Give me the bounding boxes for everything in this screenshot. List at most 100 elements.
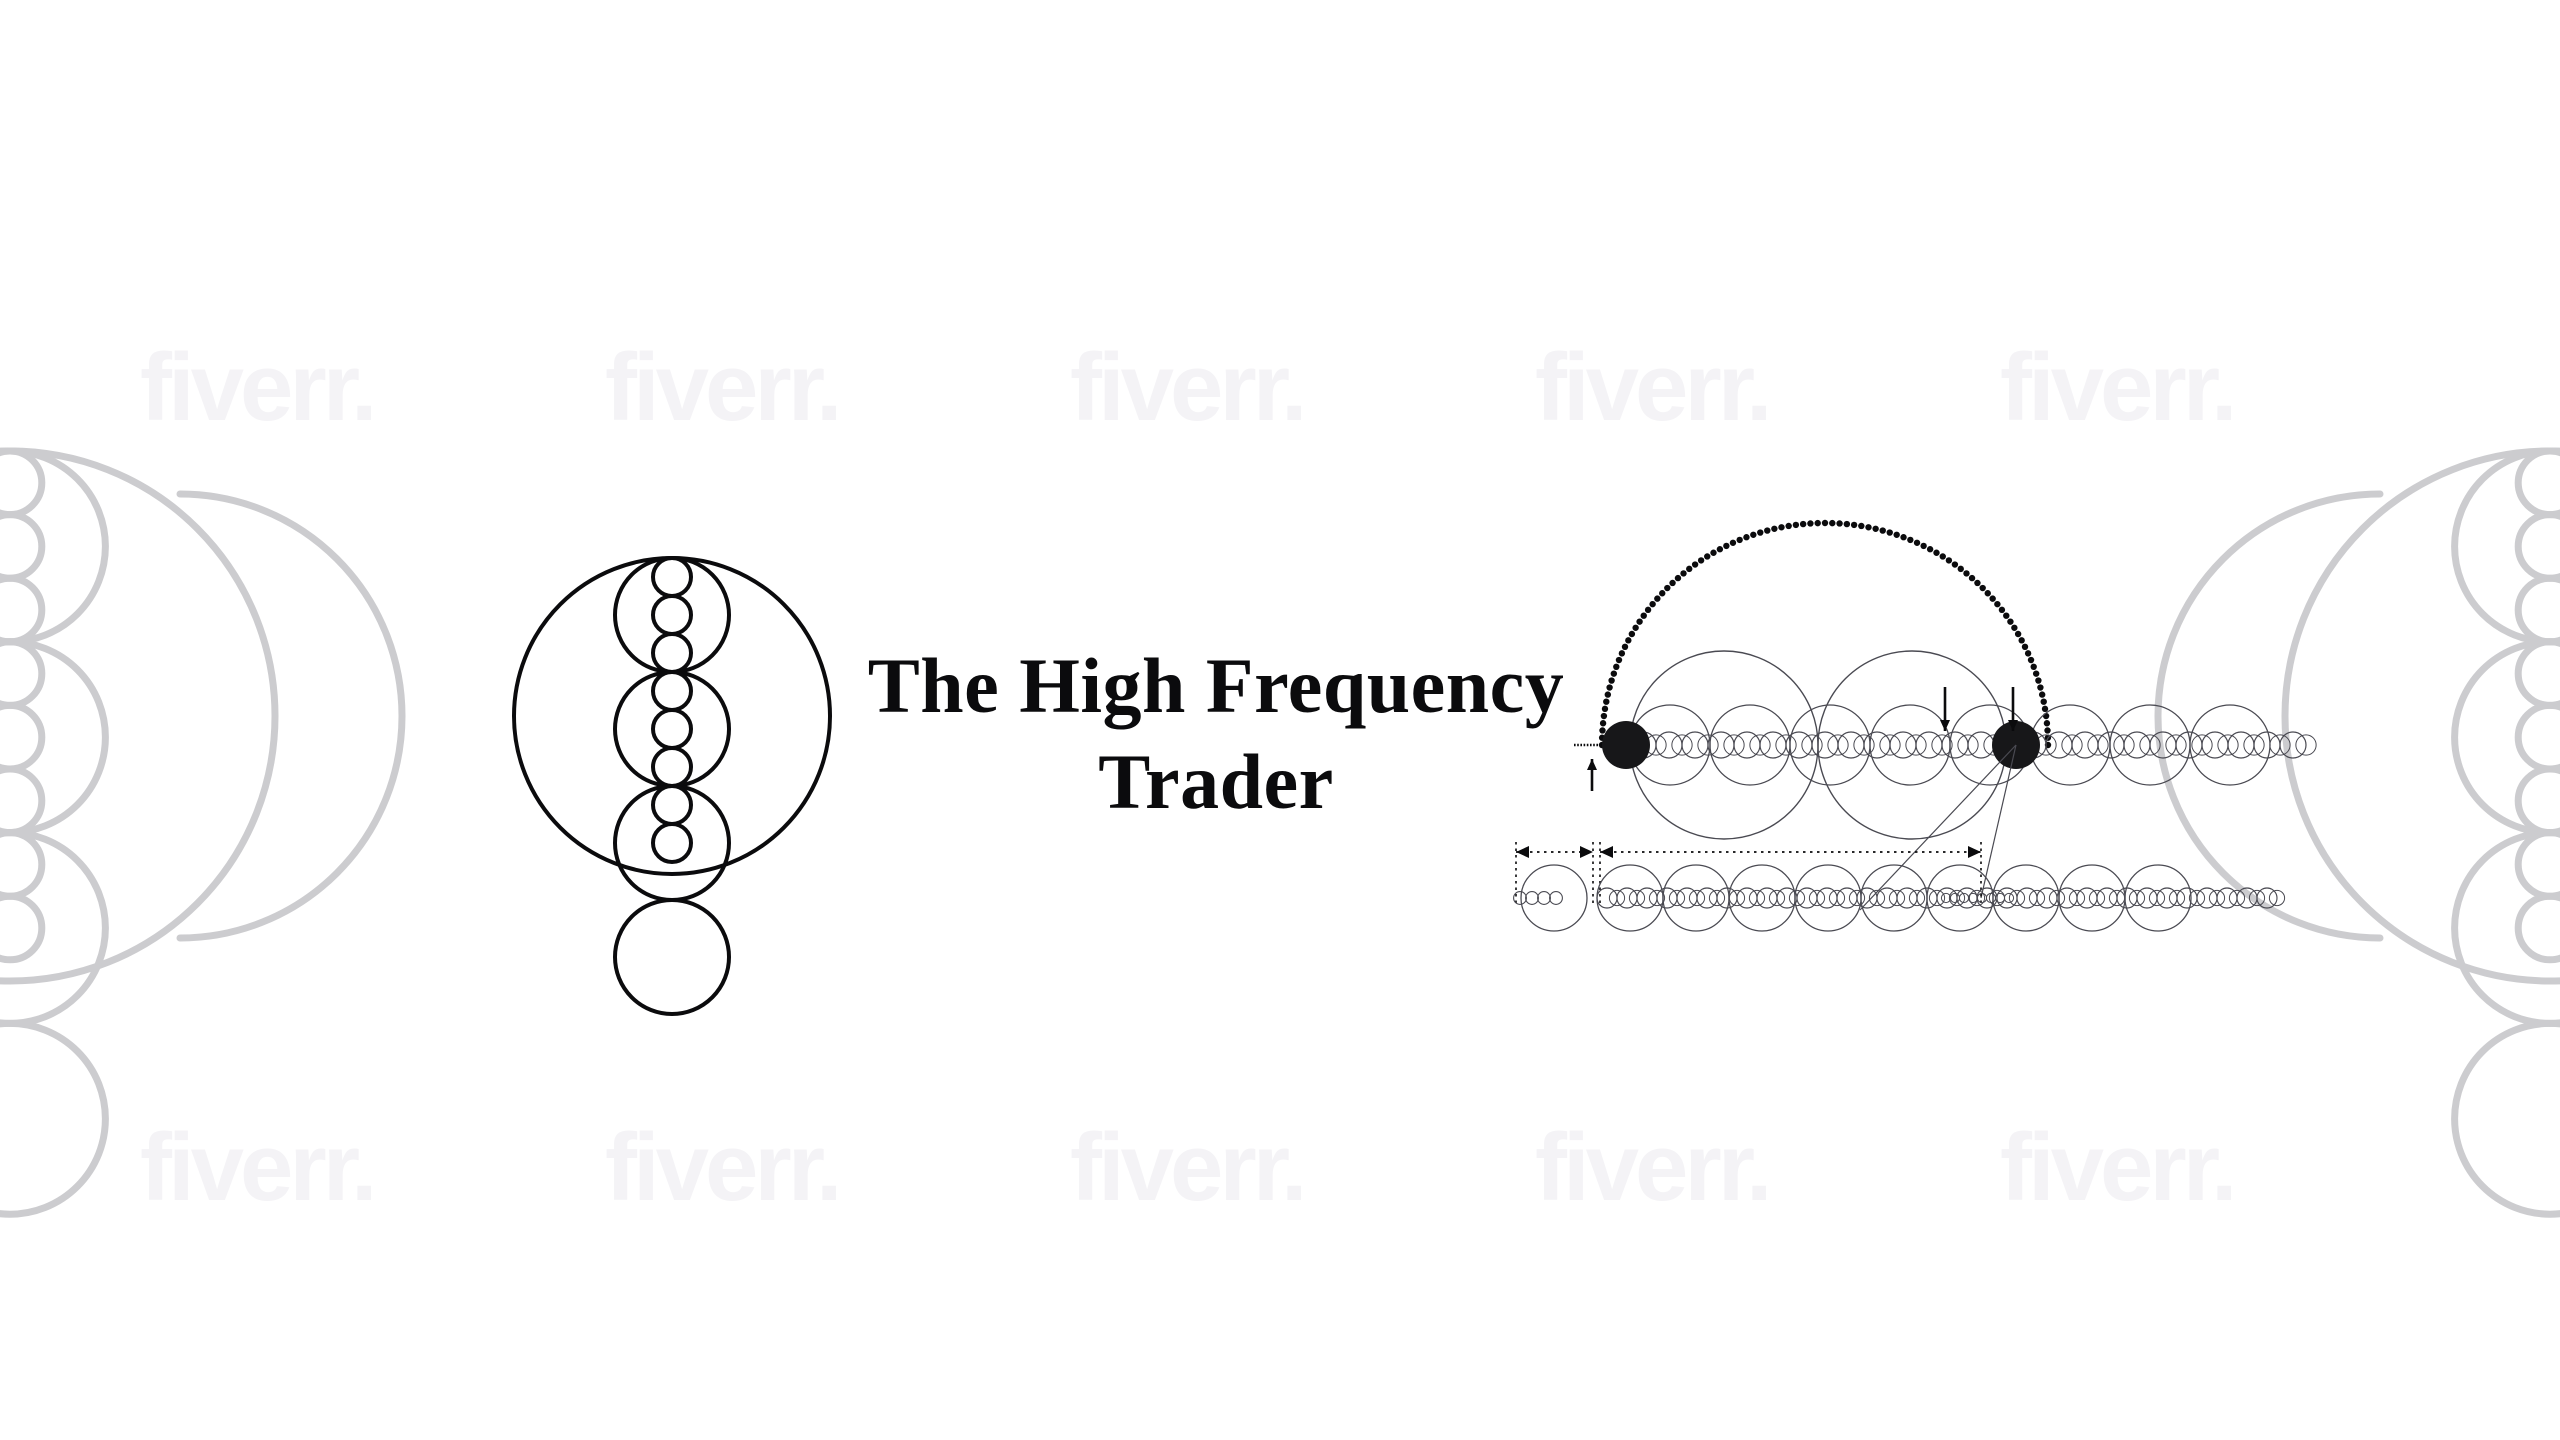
arc-dot (1743, 534, 1750, 541)
ruler-small-circle-offset (1708, 889, 1726, 907)
arc-dot (1968, 574, 1976, 582)
arc-dot (1621, 643, 1629, 651)
arc-dot (1974, 579, 1981, 587)
arc-dot (1807, 520, 1814, 527)
chain-small-circle-offset (1879, 734, 1901, 756)
background-ornament-layer (0, 447, 2560, 1218)
logo-small-circle (651, 556, 693, 598)
ruler-small-circle-offset (2028, 889, 2046, 907)
arc-dot (1610, 670, 1618, 677)
arc-dot (1994, 600, 2001, 608)
arc-dot (2044, 727, 2051, 734)
arc-dot (1632, 624, 1639, 631)
ruler-small-circle-offset (2128, 889, 2146, 907)
ghost-roundel-left-small-circle (0, 892, 46, 964)
down-arrow-right-head (2008, 720, 2018, 731)
arc-dot (1599, 727, 1606, 734)
dim-segment-b-arrow-start (1600, 846, 1613, 858)
arc-dot (1858, 522, 1865, 530)
arc-dot (2038, 691, 2046, 698)
ruler-small-circle-offset (1968, 889, 1986, 907)
ruler-small-circle-offset (2188, 889, 2206, 907)
arc-dot (1613, 663, 1620, 671)
chain-small-circle-offset (2061, 734, 2083, 756)
ruler-small-circle-offset (1668, 889, 1686, 907)
arc-dot (2040, 698, 2047, 705)
arc-dot (1939, 553, 1946, 560)
ruler-small-circle-offset (1728, 889, 1746, 907)
arc-dot (1893, 531, 1900, 538)
dimension-ruler (1513, 842, 2286, 932)
logo-outer-circle (512, 556, 832, 876)
watermark-fiverr-4: fiverr. (2000, 334, 2234, 441)
ghost-roundel-right-medium-circle (2451, 1019, 2560, 1218)
ghost-arc-right (2154, 490, 2384, 942)
arc-dot (1913, 539, 1921, 546)
logo-medium-circle (613, 784, 731, 902)
ruler-small-circle-offset (2268, 889, 2286, 907)
ruler-small-circle-offset (1848, 889, 1866, 907)
arc-dot (1821, 519, 1829, 527)
logo-small-circle (651, 594, 693, 636)
watermark-fiverr-9: fiverr. (2000, 1114, 2234, 1221)
taper-guide-right (1980, 744, 2017, 899)
arc-dot (1704, 553, 1711, 560)
watermark-fiverr-8: fiverr. (1535, 1114, 1769, 1221)
arc-dot (1615, 656, 1623, 664)
ruler-big-circle (2124, 864, 2192, 932)
ghost-roundel-right-medium-circle (2451, 447, 2560, 646)
chain-small-circle-offset (1905, 734, 1927, 756)
arc-dot (1920, 542, 1927, 550)
chain-small-circle-offset (1775, 734, 1797, 756)
arc-dot (2032, 670, 2040, 677)
ghost-roundel-left-small-circle (0, 574, 46, 646)
arc-dot (1686, 565, 1693, 573)
watermark-fiverr-1: fiverr. (605, 334, 839, 441)
chain-small-circle-offset (1957, 734, 1979, 756)
chain-small-circle-offset (1853, 734, 1875, 756)
chain-small-circle-offset (2191, 734, 2213, 756)
arc-dot (1850, 521, 1858, 529)
chain-small-circle-offset (1697, 734, 1719, 756)
title-line-1: The High Frequency (868, 642, 1565, 729)
brand-title: The High Frequency Trader (868, 642, 1565, 825)
chain-small-circle-offset (1801, 734, 1823, 756)
ruler-small-circle-offset (1868, 889, 1886, 907)
arc-dot (1603, 698, 1610, 705)
watermark-fiverr-3: fiverr. (1535, 334, 1769, 441)
chain-small-circle-offset (1671, 734, 1693, 756)
chain-small-circle-offset (1931, 734, 1953, 756)
arc-dot (1729, 539, 1737, 546)
arc-dot (1625, 637, 1632, 644)
logo-small-circle (651, 708, 693, 750)
arc-dot (1664, 584, 1671, 592)
dim-segment-b-arrow-end (1968, 846, 1981, 858)
arc-dot (2027, 656, 2035, 664)
ruler-small-circle-offset (1788, 889, 1806, 907)
arc-dot (1628, 630, 1636, 638)
arc-dot (2035, 677, 2042, 684)
ruler-lead-dot (1537, 891, 1551, 905)
ruler-small-circle (2256, 887, 2278, 909)
logo-small-circle (651, 784, 693, 826)
ruler-small-circle-offset (1828, 889, 1846, 907)
watermark-fiverr-0: fiverr. (140, 334, 374, 441)
ghost-roundel-left-medium-circle (0, 1019, 109, 1218)
arc-dot (2011, 624, 2018, 631)
arc-dot (2014, 630, 2022, 638)
ghost-roundel-left-small-circle (0, 511, 46, 582)
arc-dot (1778, 524, 1785, 531)
arc-dot (2037, 684, 2044, 691)
arc-dot (1886, 529, 1893, 536)
ghost-roundel-right-medium-circle (2451, 829, 2560, 1027)
ruler-small-circle-offset (1648, 889, 1666, 907)
chain-small-circle-offset (1723, 734, 1745, 756)
logo-medium-circle (613, 556, 731, 674)
ghost-roundel-right-medium-circle (2451, 638, 2560, 837)
arc-dot (1951, 561, 1959, 568)
arc-dot (1792, 521, 1800, 529)
arc-dot (1879, 527, 1886, 534)
chain-small-circle-offset (2087, 734, 2109, 756)
logo-medium-circle (613, 898, 731, 1016)
